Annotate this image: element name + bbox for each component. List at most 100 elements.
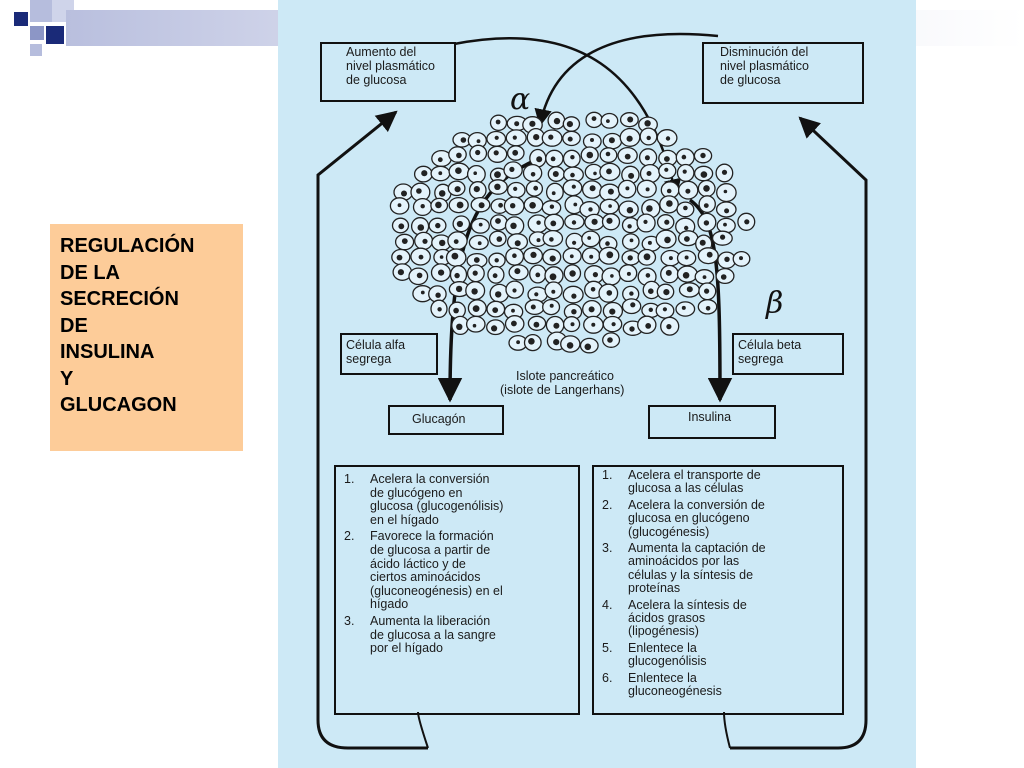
cell-nucleus bbox=[478, 222, 483, 227]
cell-nucleus bbox=[421, 170, 428, 177]
cell-nucleus bbox=[514, 121, 520, 127]
cell-nucleus bbox=[626, 271, 631, 276]
cell-nucleus bbox=[684, 255, 689, 260]
cell-nucleus bbox=[511, 320, 517, 327]
cell-nucleus bbox=[645, 273, 651, 278]
cell-nucleus bbox=[533, 185, 539, 191]
cell-nucleus bbox=[666, 200, 673, 207]
cell-nucleus bbox=[471, 288, 478, 295]
list-item: 2.Acelera la conversión de glucosa en gl… bbox=[602, 498, 842, 539]
cell-nucleus bbox=[584, 343, 592, 351]
cell-nucleus bbox=[645, 187, 650, 192]
cell-nucleus bbox=[566, 121, 573, 128]
cell-nucleus bbox=[593, 171, 597, 176]
cell-nucleus bbox=[571, 309, 577, 315]
cell-nucleus bbox=[586, 151, 594, 159]
cell-nucleus bbox=[681, 154, 687, 160]
cell-nucleus bbox=[724, 256, 730, 262]
cell-nucleus bbox=[629, 238, 634, 243]
cell-nucleus bbox=[572, 240, 577, 245]
cell-nucleus bbox=[684, 225, 689, 231]
cell-nucleus bbox=[608, 137, 615, 144]
cell-nucleus bbox=[591, 218, 598, 225]
cell-nucleus bbox=[571, 184, 576, 189]
glucagon-effects-list: 1. Acelera la conversión de glucógeno en … bbox=[344, 472, 578, 659]
cell-nucleus bbox=[569, 270, 576, 277]
item-number: 2. bbox=[344, 529, 355, 544]
slide-title: REGULACIÓN DE LA SECRECIÓN DE INSULINA Y… bbox=[50, 224, 243, 451]
cell-nucleus bbox=[552, 171, 559, 177]
cell-nucleus bbox=[606, 168, 612, 175]
cell-nucleus bbox=[536, 238, 541, 243]
cell-nucleus bbox=[494, 183, 501, 190]
cell-nucleus bbox=[498, 202, 503, 208]
cell-nucleus bbox=[645, 323, 652, 329]
list-item: 3.Aumenta la captación de aminoácidos po… bbox=[602, 541, 842, 596]
cell-nucleus bbox=[475, 149, 481, 156]
pancreatic-diagram: Aumento del nivel plasmático de glucosa … bbox=[278, 0, 916, 768]
cell-nucleus bbox=[605, 241, 610, 246]
cell-nucleus bbox=[699, 239, 706, 246]
cell-nucleus bbox=[624, 153, 631, 160]
cell-nucleus bbox=[397, 269, 404, 276]
cell-nucleus bbox=[495, 119, 501, 125]
item-number: 6. bbox=[602, 670, 613, 685]
cell-nucleus bbox=[682, 272, 690, 279]
cell-nucleus bbox=[630, 302, 636, 308]
box-text: nivel plasmático bbox=[346, 59, 435, 73]
beta-cell-box: Célula beta segrega bbox=[732, 333, 844, 375]
cell-nucleus bbox=[705, 306, 711, 311]
item-text: Acelera la conversión de glucógeno en gl… bbox=[370, 472, 504, 527]
cell-nucleus bbox=[723, 222, 727, 227]
box-text: segrega bbox=[738, 352, 784, 366]
item-number: 1. bbox=[344, 472, 355, 486]
cell-nucleus bbox=[536, 220, 541, 225]
beta-symbol: β bbox=[766, 286, 784, 321]
box-text: Aumento del bbox=[346, 45, 417, 59]
cell-nucleus bbox=[551, 289, 556, 294]
box-text: de glucosa bbox=[346, 73, 407, 87]
cell-nucleus bbox=[398, 223, 405, 230]
cell-nucleus bbox=[629, 326, 635, 332]
cell-nucleus bbox=[664, 167, 669, 172]
item-number: 4. bbox=[602, 597, 613, 612]
item-number: 5. bbox=[602, 640, 613, 655]
cell-nucleus bbox=[648, 307, 653, 312]
cell-nucleus bbox=[739, 256, 743, 261]
cell-nucleus bbox=[720, 234, 726, 240]
cell-nucleus bbox=[685, 188, 691, 194]
cell-nucleus bbox=[493, 150, 499, 156]
cell-nucleus bbox=[571, 220, 577, 225]
insulin-box: Insulina bbox=[648, 405, 776, 439]
cell-nucleus bbox=[668, 256, 673, 261]
cell-nucleus bbox=[397, 203, 402, 208]
cell-nucleus bbox=[721, 169, 728, 175]
cell-nucleus bbox=[646, 135, 651, 141]
cell-nucleus bbox=[627, 224, 632, 229]
cell-nucleus bbox=[514, 240, 521, 247]
cell-nucleus bbox=[626, 207, 634, 214]
cell-nucleus bbox=[664, 156, 670, 162]
cell-nucleus bbox=[566, 342, 574, 349]
cell-nucleus bbox=[417, 224, 425, 231]
cell-nucleus bbox=[529, 120, 536, 127]
cell-nucleus bbox=[666, 324, 672, 330]
glucagon-label: Glucagón bbox=[412, 412, 466, 426]
cell-nucleus bbox=[591, 116, 597, 121]
cell-nucleus bbox=[549, 237, 554, 242]
item-number: 3. bbox=[602, 541, 613, 556]
title-line: REGULACIÓN bbox=[60, 235, 195, 257]
cell-nucleus bbox=[530, 304, 536, 310]
cell-nucleus bbox=[665, 136, 671, 141]
cell-nucleus bbox=[625, 186, 630, 191]
cell-nucleus bbox=[643, 219, 648, 224]
cell-nucleus bbox=[494, 258, 499, 263]
cell-nucleus bbox=[438, 190, 446, 197]
cell-nucleus bbox=[646, 171, 652, 176]
cell-nucleus bbox=[606, 251, 614, 259]
box-text: Disminución del bbox=[720, 45, 809, 59]
cell-nucleus bbox=[648, 288, 654, 295]
cell-nucleus bbox=[512, 288, 517, 293]
box-text: de glucosa bbox=[720, 73, 781, 87]
cell-nucleus bbox=[643, 253, 651, 261]
